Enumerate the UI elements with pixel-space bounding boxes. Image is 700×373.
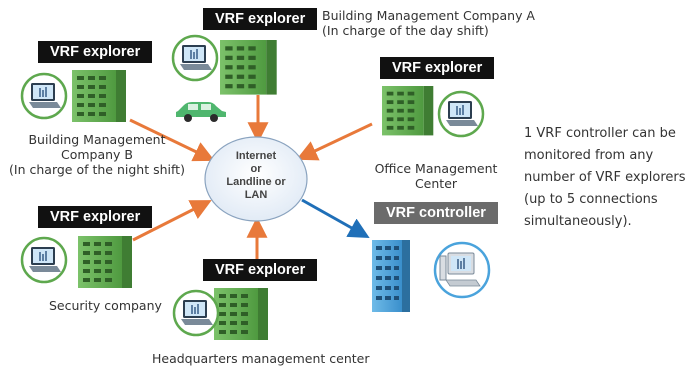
building-company-a-icon (220, 40, 277, 95)
laptop-headquarters-icon (172, 289, 220, 337)
controller-label: VRF controller (374, 202, 498, 224)
company-a-caption-line2: (In charge of the day shift) (322, 23, 489, 38)
controller-building-icon (372, 240, 410, 312)
company-a-caption: Building Management Company A (In charge… (322, 8, 535, 38)
office-center-caption: Office Management Center (366, 161, 506, 191)
office-center-caption-line1: Office Management (374, 161, 498, 176)
arrow-to-controller (301, 198, 370, 239)
company-a-caption-line1: Building Management Company A (322, 8, 535, 23)
note-line4: (up to 5 connections (524, 192, 658, 207)
hub-label: Internet or Landline or LAN (207, 150, 305, 202)
network-hub (204, 136, 308, 222)
headquarters-explorer-label: VRF explorer (203, 259, 318, 281)
hub-line1: Internet (235, 150, 277, 162)
note-line3: number of VRF explorers (524, 170, 686, 185)
arrow-company-b (129, 118, 215, 162)
company-b-caption-line3: (In charge of the night shift) (9, 162, 185, 177)
building-security-icon (78, 236, 132, 288)
security-explorer-label: VRF explorer (38, 206, 153, 228)
car-icon (176, 102, 226, 122)
hub-line2: or (250, 163, 262, 175)
laptop-security-icon (20, 236, 68, 284)
office-center-caption-line2: Center (414, 176, 458, 191)
building-headquarters-icon (214, 288, 268, 340)
building-company-b-icon (72, 70, 126, 122)
controller-pc-icon (433, 241, 491, 299)
security-caption-line1: Security company (49, 298, 162, 313)
company-b-caption: Building Management Company B (In charge… (8, 132, 186, 177)
note-line5: simultaneously). (524, 214, 632, 229)
laptop-company-a-icon (171, 34, 219, 82)
connection-note: 1 VRF controller can be monitored from a… (524, 123, 686, 233)
company-a-explorer-label: VRF explorer (203, 8, 318, 30)
laptop-company-b-icon (20, 72, 68, 120)
building-office-center-icon (382, 86, 434, 136)
hub-line4: LAN (244, 189, 268, 201)
company-b-caption-line2: Company B (60, 147, 133, 162)
arrow-office-center (296, 122, 373, 161)
headquarters-caption: Headquarters management center (152, 351, 369, 366)
company-b-caption-line1: Building Management (28, 132, 166, 147)
note-line1: 1 VRF controller can be (524, 126, 676, 141)
laptop-office-center-icon (437, 90, 485, 138)
note-line2: monitored from any (524, 148, 654, 163)
headquarters-caption-line1: Headquarters management center (152, 351, 370, 366)
company-b-explorer-label: VRF explorer (38, 41, 153, 63)
arrow-security (132, 200, 212, 242)
security-caption: Security company (49, 298, 162, 313)
office-center-explorer-label: VRF explorer (380, 57, 495, 79)
hub-line3: Landline or (226, 176, 286, 188)
